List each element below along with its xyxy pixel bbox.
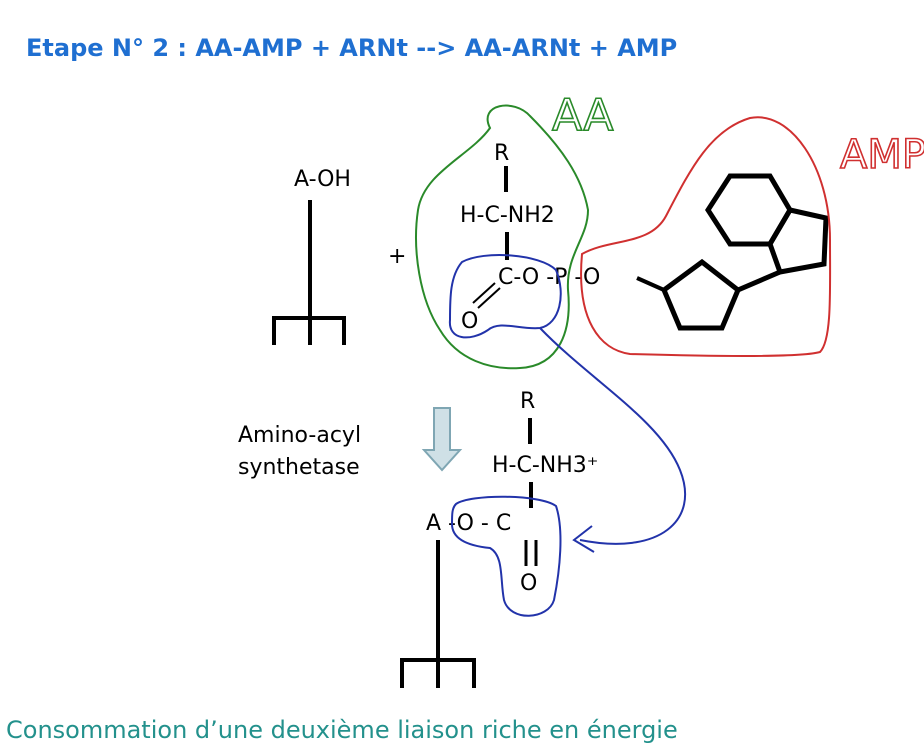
top-hcnh2: H-C-NH2 (460, 203, 555, 228)
top-r-group: R (494, 141, 509, 166)
down-arrow (421, 407, 463, 472)
plus-sign: + (388, 244, 406, 269)
double-bond-bottom (524, 540, 538, 566)
double-bond-top (472, 282, 501, 309)
aa-label: AA (552, 90, 613, 141)
transfer-arrow-head (572, 525, 595, 553)
page-title: Etape N° 2 : AA-AMP + ARNt --> AA-ARNt +… (26, 34, 678, 62)
adenine-pentagon (767, 207, 829, 275)
transfer-arrow-curve (539, 327, 686, 545)
trna-bottom-structure (400, 540, 476, 688)
bond-o-ribose (636, 276, 665, 292)
bottom-r-group: R (520, 389, 535, 414)
top-coop: C-O -P -O (498, 265, 600, 290)
amp-outline (580, 116, 832, 357)
amp-label: AMP (840, 132, 924, 178)
bottom-ao-c: A -O - C (426, 511, 511, 536)
top-o: O (461, 309, 478, 334)
ribose-ring (660, 258, 742, 331)
top-carbonyl-outline (448, 254, 562, 339)
aa-outline (415, 104, 590, 370)
bottom-ester-outline (450, 495, 562, 617)
footer-caption: Consommation d’une deuxième liaison rich… (6, 716, 678, 744)
bottom-hcnh3: H-C-NH3⁺ (492, 453, 598, 478)
enzyme-label-line2: synthetase (238, 455, 360, 480)
trna-aoh-label: A-OH (294, 167, 351, 192)
bond-ribose-base (737, 269, 781, 293)
bottom-o: O (520, 571, 537, 596)
trna-top-structure (272, 200, 346, 345)
enzyme-label-line1: Amino-acyl (238, 423, 361, 448)
